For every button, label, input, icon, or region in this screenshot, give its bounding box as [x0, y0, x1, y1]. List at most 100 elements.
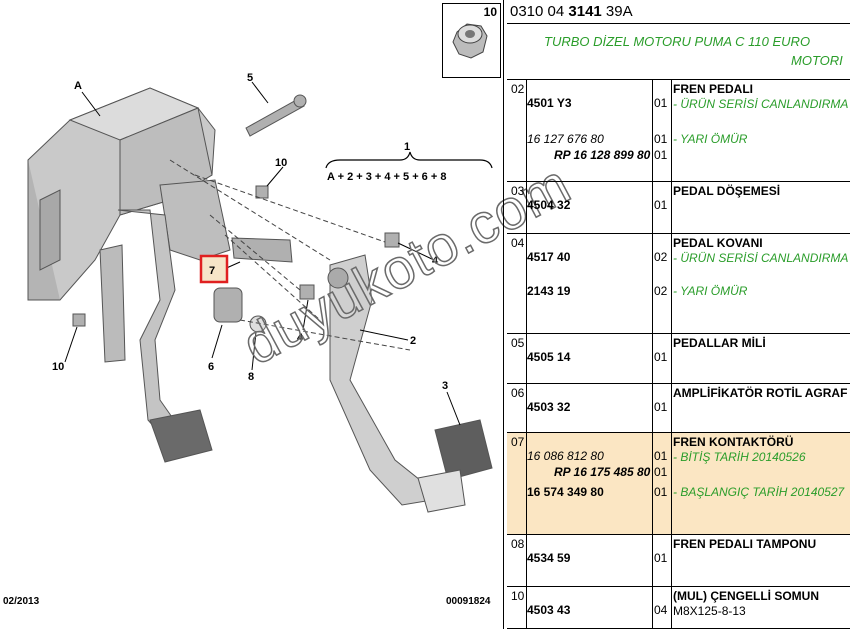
column-divider	[526, 587, 527, 628]
callout-formula: A + 2 + 3 + 4 + 5 + 6 + 8	[327, 171, 446, 183]
part-note: - ÜRÜN SERİSİ CANLANDIRMA	[673, 251, 849, 265]
column-divider	[671, 535, 672, 586]
part-number[interactable]: 4501 Y3	[527, 96, 572, 110]
part-number[interactable]: 4503 32	[527, 400, 571, 414]
part-quantity: 01	[654, 551, 668, 565]
column-divider	[652, 587, 653, 628]
nut-icon	[452, 23, 488, 59]
part-quantity: 01	[654, 465, 668, 479]
part-quantity: 02	[654, 284, 668, 298]
part-description: FREN KONTAKTÖRÜ	[673, 435, 794, 449]
row-index: 06	[511, 386, 525, 400]
column-divider	[671, 587, 672, 628]
small-parts-drawing	[72, 94, 400, 333]
diagram-date: 02/2013	[3, 596, 40, 607]
part-thumbnail[interactable]: 10	[442, 3, 501, 78]
part-number[interactable]: 2143 19	[527, 284, 571, 298]
part-number[interactable]: RP 16 128 899 80	[554, 148, 651, 162]
part-quantity: 01	[654, 350, 668, 364]
title-prefix: 0310 04	[510, 3, 569, 20]
row-index: 07	[511, 435, 525, 449]
column-divider	[526, 384, 527, 432]
row-index: 02	[511, 82, 525, 96]
part-note: - ÜRÜN SERİSİ CANLANDIRMA	[673, 97, 849, 111]
callout-10-bottom: 10	[52, 361, 64, 373]
part-note: - YARI ÖMÜR	[673, 132, 748, 146]
part-quantity: 01	[654, 400, 668, 414]
callout-7: 7	[209, 265, 215, 277]
diagram-doc-number: 00091824	[446, 596, 491, 607]
column-divider	[526, 535, 527, 586]
part-quantity: 01	[654, 132, 668, 146]
title-code: 3141	[568, 3, 602, 20]
part-description: FREN PEDALI	[673, 82, 754, 96]
callout-2: 2	[410, 335, 416, 347]
part-quantity: 02	[654, 250, 668, 264]
part-description: (MUL) ÇENGELLİ SOMUN	[673, 589, 819, 603]
part-number[interactable]: 4504 32	[527, 198, 571, 212]
part-quantity: 01	[654, 485, 668, 499]
part-note: M8X125-8-13	[673, 604, 746, 618]
callout-4-mid: 4	[297, 332, 304, 344]
part-number[interactable]: 4517 40	[527, 250, 571, 264]
part-note: - BAŞLANGIÇ TARİH 20140527	[673, 485, 845, 499]
column-divider	[526, 433, 527, 534]
callout-a: A	[74, 80, 82, 92]
callout-leaders	[64, 81, 461, 426]
subtitle-line-1: TURBO DİZEL MOTORU PUMA C 110 EURO	[544, 34, 811, 49]
column-divider	[671, 234, 672, 333]
part-quantity: 01	[654, 148, 668, 162]
part-number[interactable]: 4505 14	[527, 350, 571, 364]
part-number[interactable]: 4503 43	[527, 603, 571, 617]
callout-6: 6	[208, 361, 214, 373]
part-note: - YARI ÖMÜR	[673, 284, 748, 298]
row-index: 03	[511, 184, 525, 198]
part-number[interactable]: 4534 59	[527, 551, 571, 565]
callout-10-top: 10	[275, 157, 287, 169]
subtitle-line-2: MOTORI	[791, 53, 843, 68]
callout-4-right: 4	[432, 255, 439, 267]
column-divider	[671, 433, 672, 534]
column-divider	[652, 433, 653, 534]
column-divider	[671, 182, 672, 233]
row-index: 08	[511, 537, 525, 551]
part-number[interactable]: 16 574 349 80	[527, 485, 604, 499]
part-number[interactable]: 16 127 676 80	[527, 132, 604, 146]
column-divider	[652, 384, 653, 432]
callout-8: 8	[248, 371, 254, 383]
part-quantity: 04	[654, 603, 668, 617]
column-divider	[652, 535, 653, 586]
housing-drawing	[27, 87, 231, 301]
column-divider	[526, 334, 527, 383]
column-divider	[526, 182, 527, 233]
column-divider	[652, 182, 653, 233]
part-quantity: 01	[654, 449, 668, 463]
callout-5: 5	[247, 72, 253, 84]
part-description: PEDALLAR MİLİ	[673, 336, 766, 350]
column-divider	[652, 80, 653, 181]
column-divider	[652, 334, 653, 383]
panel-divider	[503, 0, 504, 629]
clutch-pedal-drawing	[99, 209, 213, 463]
part-quantity: 01	[654, 96, 668, 110]
thumbnail-number: 10	[483, 5, 497, 19]
pedal-assembly-diagram: 1 A + 2 + 3 + 4 + 5 + 6 + 8 A 5 10 4 7 6…	[27, 72, 493, 513]
part-note: - BİTİŞ TARİH 20140526	[673, 450, 806, 464]
brake-pedal-drawing	[327, 254, 493, 513]
row-index: 10	[511, 589, 525, 603]
part-description: PEDAL KOVANI	[673, 236, 763, 250]
column-divider	[526, 234, 527, 333]
part-number[interactable]: 16 086 812 80	[527, 449, 604, 463]
column-divider	[652, 234, 653, 333]
part-description: AMPLİFİKATÖR ROTİL AGRAF	[673, 386, 848, 400]
part-number[interactable]: RP 16 175 485 80	[554, 465, 651, 479]
